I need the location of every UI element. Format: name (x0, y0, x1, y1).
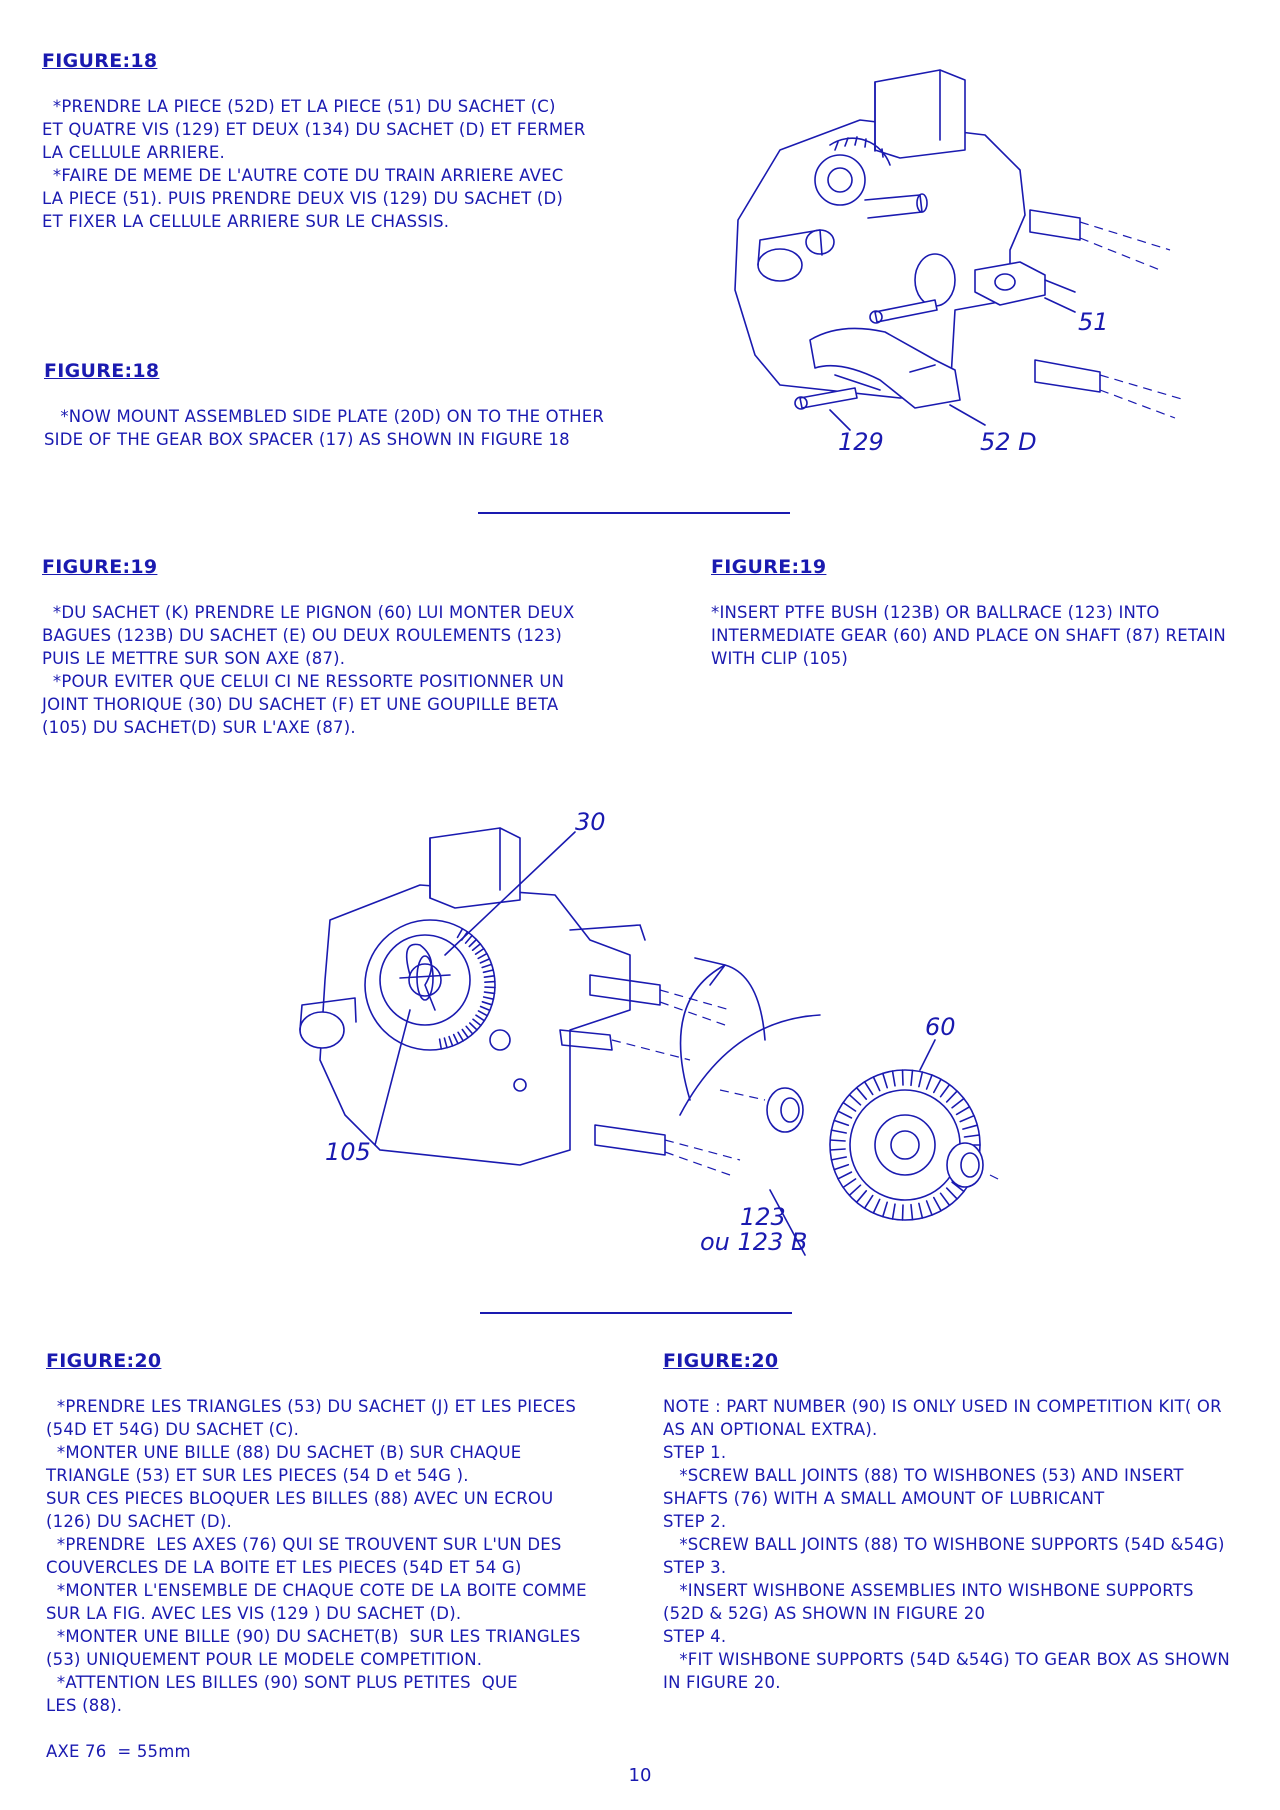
fig19-belt-slot-lower (594, 1124, 666, 1156)
fig20-fr-line: (54D ET 54G) DU SACHET (C). (46, 1420, 300, 1439)
fig19-belt-slot-upper (589, 974, 661, 1006)
fig19-gear-hub (379, 934, 471, 1026)
fig20-fr-line: *ATTENTION LES BILLES (90) SONT PLUS PET… (46, 1673, 518, 1692)
fig19-fr-heading: FIGURE:19 (42, 556, 158, 578)
fig20-fr-line: (126) DU SACHET (D). (46, 1512, 232, 1531)
fig18-gearbox-housing (734, 119, 1026, 399)
fig18-part-52d (809, 327, 961, 409)
fig19-en-line: INTERMEDIATE GEAR (60) AND PLACE ON SHAF… (711, 626, 1226, 645)
fig20-en-line: STEP 3. (663, 1558, 727, 1577)
fig20-fr-line: (53) UNIQUEMENT POUR LE MODELE COMPETITI… (46, 1650, 483, 1669)
fig19-en-line: WITH CLIP (105) (711, 649, 849, 668)
fig19-en-section: FIGURE:19 *INSERT PTFE BUSH (123B) OR BA… (711, 556, 1226, 670)
fig19-en-heading: FIGURE:19 (711, 556, 827, 578)
fig18-gear-teeth (829, 136, 891, 166)
fig19-gear-teeth (438, 927, 496, 1050)
fig18-belt-slot-lower (1034, 359, 1101, 393)
fig19-label-30: 30 (575, 808, 606, 836)
fig19-fr-line: JOINT THORIQUE (30) DU SACHET (F) ET UNE… (42, 695, 559, 714)
fig20-en-line: *SCREW BALL JOINTS (88) TO WISHBONES (53… (663, 1466, 1184, 1485)
fig20-en-line: *INSERT WISHBONE ASSEMBLIES INTO WISHBON… (663, 1581, 1194, 1600)
fig20-fr-line: *MONTER L'ENSEMBLE DE CHAQUE COTE DE LA … (46, 1581, 587, 1600)
fig18-fr-line: LA PIECE (51). PUIS PRENDRE DEUX VIS (12… (42, 189, 564, 208)
fig19-label-123b: ou 123 B (700, 1228, 807, 1256)
fig20-en-line: NOTE : PART NUMBER (90) IS ONLY USED IN … (663, 1397, 1222, 1416)
fig19-oring-30 (416, 955, 434, 1001)
fig18-en-line: SIDE OF THE GEAR BOX SPACER (17) AS SHOW… (44, 430, 570, 449)
fig19-fr-line: *POUR EVITER QUE CELUI CI NE RESSORTE PO… (42, 672, 565, 691)
fig20-en-line: AS AN OPTIONAL EXTRA). (663, 1420, 878, 1439)
fig20-en-line: STEP 2. (663, 1512, 727, 1531)
fig20-en-line: *FIT WISHBONE SUPPORTS (54D &54G) TO GEA… (663, 1650, 1230, 1669)
fig20-fr-line: LES (88). (46, 1696, 123, 1715)
fig20-en-line: IN FIGURE 20. (663, 1673, 781, 1692)
fig19-en-line: *INSERT PTFE BUSH (123B) OR BALLRACE (12… (711, 603, 1160, 622)
fig18-screw-lower (799, 387, 858, 409)
fig19-fr-line: BAGUES (123B) DU SACHET (E) OU DEUX ROUL… (42, 626, 563, 645)
fig18-screw-upper (874, 299, 938, 323)
fig20-en-line: (52D & 52G) AS SHOWN IN FIGURE 20 (663, 1604, 986, 1623)
fig18-label-129: 129 (838, 428, 884, 456)
fig20-fr-line: TRIANGLE (53) ET SUR LES PIECES (54 D et… (46, 1466, 469, 1485)
fig19-shaft-stub (299, 1011, 345, 1049)
fig19-fr-line: PUIS LE METTRE SUR SON AXE (87). (42, 649, 346, 668)
divider-rule-bottom (480, 1312, 792, 1314)
fig18-fr-line: *FAIRE DE MEME DE L'AUTRE COTE DU TRAIN … (42, 166, 564, 185)
fig19-fr-line: *DU SACHET (K) PRENDRE LE PIGNON (60) LU… (42, 603, 575, 622)
fig20-fr-line: *PRENDRE LES TRIANGLES (53) DU SACHET (J… (46, 1397, 576, 1416)
fig18-fr-line: ET FIXER LA CELLULE ARRIERE SUR LE CHASS… (42, 212, 450, 231)
fig20-en-heading: FIGURE:20 (663, 1350, 779, 1372)
fig19-label-60: 60 (925, 1013, 956, 1041)
fig18-fr-heading: FIGURE:18 (42, 50, 158, 72)
fig18-fr-line: LA CELLULE ARRIERE. (42, 143, 225, 162)
fig20-fr-axle-note: AXE 76 = 55mm (46, 1742, 191, 1761)
fig19-fr-line: (105) DU SACHET(D) SUR L'AXE (87). (42, 718, 356, 737)
fig20-fr-line: *MONTER UNE BILLE (90) DU SACHET(B) SUR … (46, 1627, 581, 1646)
fig18-label-52d: 52 D (980, 428, 1037, 456)
fig20-fr-line: *MONTER UNE BILLE (88) DU SACHET (B) SUR… (46, 1443, 522, 1462)
divider-rule-top (478, 512, 790, 514)
fig18-en-heading: FIGURE:18 (44, 360, 160, 382)
fig18-belt-slot-upper (1029, 209, 1081, 241)
fig20-en-section: FIGURE:20 NOTE : PART NUMBER (90) IS ONL… (663, 1350, 1230, 1694)
fig18-label-51: 51 (1078, 308, 1109, 336)
fig18-fr-line: *PRENDRE LA PIECE (52D) ET LA PIECE (51)… (42, 97, 556, 116)
fig20-en-line: *SCREW BALL JOINTS (88) TO WISHBONE SUPP… (663, 1535, 1225, 1554)
fig18-en-line: *NOW MOUNT ASSEMBLED SIDE PLATE (20D) ON… (44, 407, 605, 426)
fig19-label-123: 123 (740, 1203, 786, 1231)
fig18-part-51 (974, 261, 1046, 306)
fig18-fr-line: ET QUATRE VIS (129) ET DEUX (134) DU SAC… (42, 120, 586, 139)
fig18-fr-section: FIGURE:18 *PRENDRE LA PIECE (52D) ET LA … (42, 50, 586, 233)
fig20-fr-line: COUVERCLES DE LA BOITE ET LES PIECES (54… (46, 1558, 522, 1577)
fig19-rotation-arrow (679, 964, 766, 1101)
fig20-fr-section: FIGURE:20 *PRENDRE LES TRIANGLES (53) DU… (46, 1350, 587, 1763)
fig20-fr-line: *PRENDRE LES AXES (76) QUI SE TROUVENT S… (46, 1535, 562, 1554)
fig19-label-105: 105 (325, 1138, 371, 1166)
fig19-bush-right (946, 1142, 984, 1188)
fig20-en-line: STEP 1. (663, 1443, 727, 1462)
fig18-en-section: FIGURE:18 *NOW MOUNT ASSEMBLED SIDE PLAT… (44, 360, 604, 451)
fig19-fr-section: FIGURE:19 *DU SACHET (K) PRENDRE LE PIGN… (42, 556, 575, 739)
fig20-fr-line: SUR CES PIECES BLOQUER LES BILLES (88) A… (46, 1489, 554, 1508)
fig20-fr-heading: FIGURE:20 (46, 1350, 162, 1372)
page-number: 10 (628, 1765, 652, 1786)
fig20-en-line: SHAFTS (76) WITH A SMALL AMOUNT OF LUBRI… (663, 1489, 1105, 1508)
fig19-bush-left (766, 1087, 804, 1133)
fig20-fr-line: SUR LA FIG. AVEC LES VIS (129 ) DU SACHE… (46, 1604, 462, 1623)
fig20-en-line: STEP 4. (663, 1627, 727, 1646)
fig19-drive-gear (364, 919, 496, 1051)
